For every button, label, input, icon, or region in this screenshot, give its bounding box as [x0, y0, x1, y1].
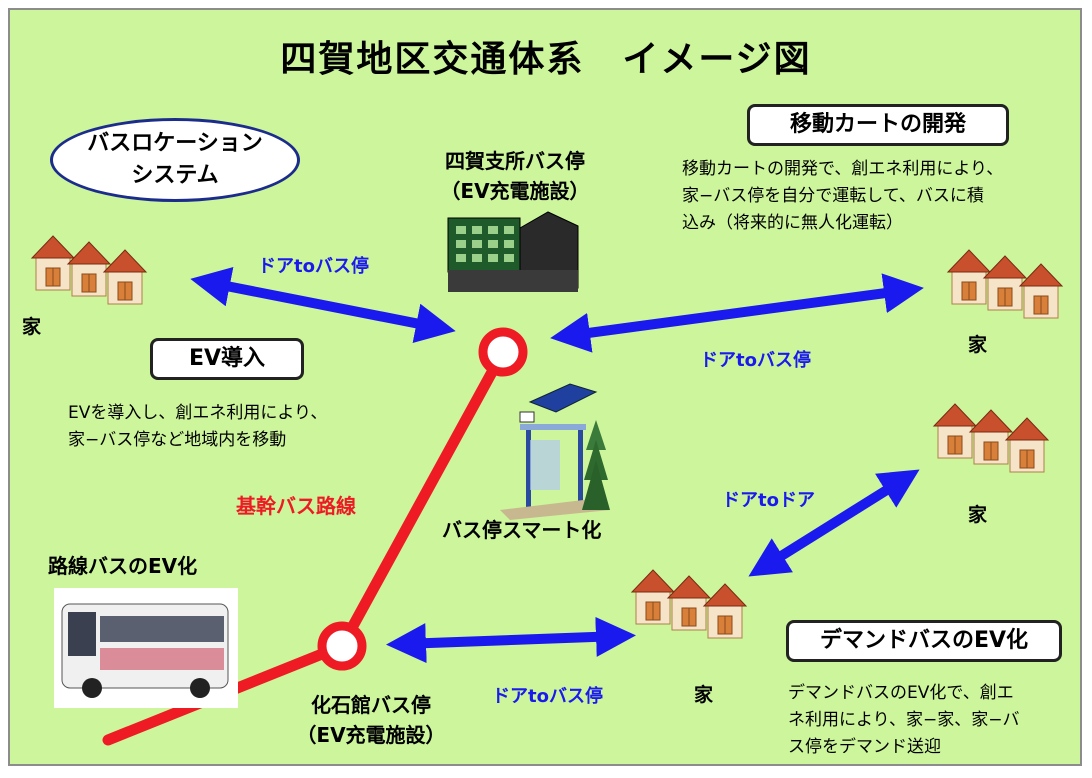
- house-label-right-mid: 家: [968, 504, 988, 526]
- house-cluster-bottom: [631, 569, 747, 639]
- shiga-stop-line1: 四賀支所バス停: [445, 149, 585, 173]
- building-icon: [447, 211, 579, 292]
- kaseki-stop-line2: （EV充電施設）: [296, 723, 446, 747]
- ev-intro-desc-line: 家−バス停など地域内を移動: [68, 430, 287, 450]
- smart-stop-label: バス停スマート化: [442, 518, 602, 542]
- demand-bus-desc-line: ス停をデマンド送迎: [788, 737, 941, 757]
- mobile-cart-desc: 移動カートの開発で、創エネ利用により、 家−バス停を自分で運転して、バスに積 込…: [682, 156, 1082, 237]
- arrow-door-to-stop-right: [550, 273, 924, 353]
- house-cluster-right-top: [947, 249, 1063, 319]
- house-cluster-left: [31, 235, 147, 305]
- ev-intro-desc: EVを導入し、創エネ利用により、 家−バス停など地域内を移動: [68, 400, 428, 454]
- demand-bus-heading: デマンドバスのEV化: [786, 620, 1062, 662]
- mobile-cart-desc-line: 込み（将来的に無人化運転）: [682, 213, 903, 233]
- trunk-route-label: 基幹バス路線: [236, 494, 356, 518]
- mobile-cart-desc-line: 家−バス停を自分で運転して、バスに積: [682, 186, 984, 206]
- arrow-label-door-to-stop-1: ドアtoバス停: [258, 256, 369, 277]
- page-title: 四賀地区交通体系 イメージ図: [280, 39, 812, 80]
- mobile-cart-desc-line: 移動カートの開発で、創エネ利用により、: [682, 159, 1004, 179]
- kaseki-stop-label: 化石館バス停 （EV充電施設）: [266, 690, 476, 750]
- ev-intro-desc-line: EVを導入し、創エネ利用により、: [68, 403, 328, 423]
- arrow-label-door-to-stop-2: ドアtoバス停: [700, 350, 811, 371]
- kaseki-stop-line1: 化石館バス停: [311, 693, 431, 717]
- arrow-label-door-to-door: ドアtoドア: [722, 490, 815, 511]
- demand-bus-desc-line: デマンドバスのEV化で、創エ: [788, 683, 1014, 703]
- ev-bus-image: [54, 588, 238, 708]
- shiga-stop-node: [478, 327, 528, 377]
- smart-bus-stop-icon: [500, 383, 610, 520]
- trunk-route-line-upper: [336, 346, 509, 652]
- kaseki-stop-node: [317, 621, 367, 671]
- house-cluster-right-mid: [933, 403, 1049, 473]
- arrow-door-to-stop-left: [190, 267, 456, 343]
- house-label-right-top: 家: [968, 334, 988, 356]
- arrow-door-to-stop-bottom: [386, 616, 636, 664]
- demand-bus-desc: デマンドバスのEV化で、創エ ネ利用により、家−家、家−バ ス停をデマンド送迎: [788, 680, 1078, 761]
- mobile-cart-heading: 移動カートの開発: [747, 104, 1009, 146]
- house-label-bottom: 家: [694, 684, 714, 706]
- ev-intro-heading: EV導入: [150, 338, 304, 380]
- arrow-door-to-door: [748, 469, 920, 577]
- shiga-stop-line2: （EV充電施設）: [440, 179, 590, 203]
- shiga-stop-label: 四賀支所バス停 （EV充電施設）: [410, 146, 620, 206]
- bus-location-oval: バスロケーション システム: [50, 118, 300, 202]
- bus-location-line2: システム: [131, 163, 219, 188]
- demand-bus-desc-line: ネ利用により、家−家、家−バ: [788, 710, 1020, 730]
- house-label-left: 家: [22, 316, 42, 338]
- bus-location-line1: バスロケーション: [87, 131, 263, 156]
- arrow-label-door-to-stop-3: ドアtoバス停: [492, 686, 603, 707]
- route-bus-ev-label: 路線バスのEV化: [48, 554, 198, 578]
